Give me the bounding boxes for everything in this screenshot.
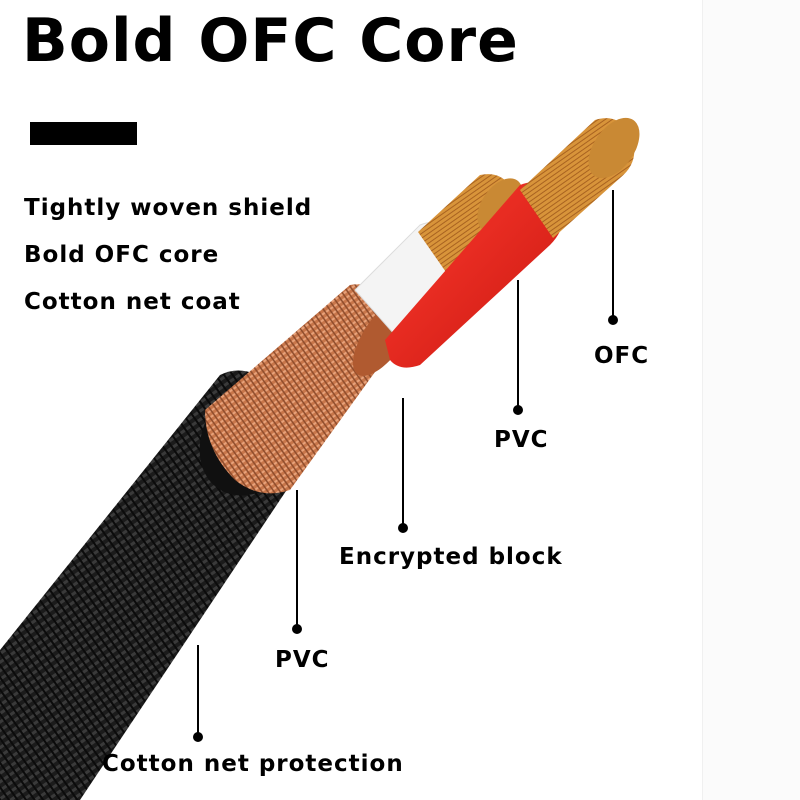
feature-item-core: Bold OFC core bbox=[24, 242, 220, 268]
feature-item-coat: Cotton net coat bbox=[24, 289, 241, 315]
right-margin-strip bbox=[702, 0, 800, 800]
callout-pvc-outer: PVC bbox=[275, 647, 330, 673]
page-title: Bold OFC Core bbox=[22, 6, 519, 76]
feature-item-shield: Tightly woven shield bbox=[24, 195, 313, 221]
callout-ofc: OFC bbox=[594, 343, 650, 369]
callout-pvc-inner: PVC bbox=[494, 427, 549, 453]
callout-encrypted-block: Encrypted block bbox=[339, 544, 563, 570]
callout-cotton-net-protection: Cotton net protection bbox=[102, 751, 404, 777]
red-wire bbox=[385, 117, 640, 368]
callout-lines bbox=[193, 190, 618, 742]
title-underline-bar bbox=[30, 122, 137, 145]
